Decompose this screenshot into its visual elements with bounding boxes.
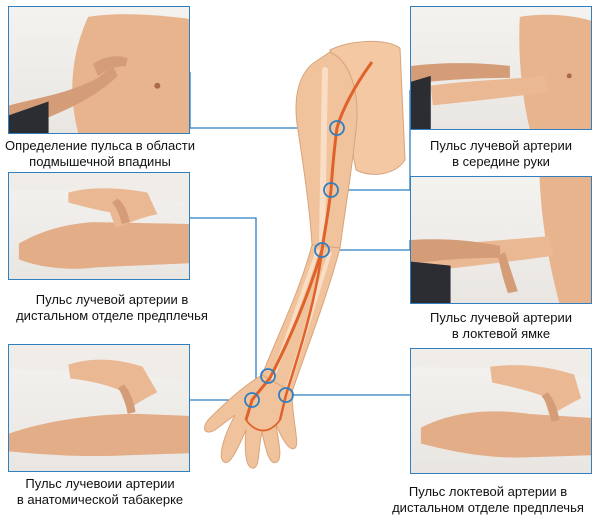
pulse-marker-distal-radial — [260, 368, 276, 384]
caption-ulnar: Пульс локтевой артерии в дистальном отде… — [392, 484, 584, 515]
arm-anatomy-illustration — [204, 40, 406, 469]
photo-mid-arm-pulse — [410, 6, 592, 130]
pulse-marker-ulnar — [278, 387, 294, 403]
pulse-marker-snuffbox — [244, 392, 260, 408]
photo-snuffbox-pulse — [8, 344, 190, 472]
caption-snuffbox: Пульс лучевоии артерии в анатомической т… — [16, 476, 184, 507]
pulse-marker-axillary — [329, 120, 345, 136]
radial-artery-path — [244, 61, 374, 421]
caption-axillary: Определение пульса в области подмышечной… — [5, 138, 195, 169]
photo-axillary-pulse — [8, 6, 190, 134]
caption-mid-arm: Пульс лучевой артерии в середине руки — [430, 138, 572, 169]
caption-cubital: Пульс лучевой артерии в локтевой ямке — [430, 310, 572, 341]
caption-distal-radial: Пульс лучевой артерии в дистальном отдел… — [16, 292, 208, 323]
photo-cubital-pulse — [410, 176, 592, 304]
photo-ulnar-pulse — [410, 348, 592, 474]
pulse-marker-mid-arm — [323, 182, 339, 198]
photo-distal-radial-pulse — [8, 172, 190, 280]
pulse-marker-cubital — [314, 242, 330, 258]
